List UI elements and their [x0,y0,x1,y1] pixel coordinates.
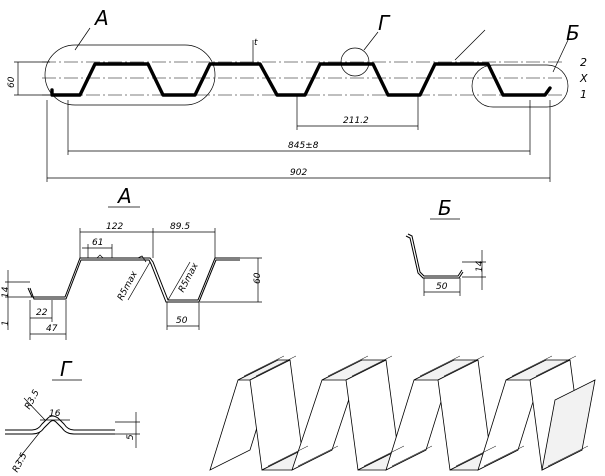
dim-61-label: 61 [92,238,103,248]
leader-b [552,39,569,73]
sheet-fold-line [483,445,525,467]
detail-g-title: Г [60,357,73,381]
g-radius-bottom-leader [15,431,41,463]
callout-g-label: Г [378,11,391,35]
sheet-fold-line [267,445,309,467]
dim-60-label: 60 [253,272,263,284]
detail-b-title: Б [438,196,452,220]
dim-89-label: 89.5 [170,222,190,232]
radius-1-leader [127,261,151,301]
sheet-fold-line [297,445,339,467]
sheet-fold-line [327,355,369,377]
g-radius-bottom-label: R3.5 [11,451,30,474]
line-x-label: X [579,72,588,85]
dim-22-label: 22 [36,308,48,318]
callout-a-label: А [93,6,109,30]
line-1-label: 1 [580,88,587,101]
dim-1-label: 1 [1,320,11,326]
leader-g [363,31,379,51]
dim-122-label: 122 [106,222,123,232]
sheet-fold-line [363,445,405,467]
detail-b-profile-outer [407,233,463,277]
thickness-label: t [254,38,258,48]
detail-a-profile-outer [27,257,240,301]
detail-g-view: Г R3.5 16 R3.5 5 [5,357,140,474]
g-16-label: 16 [49,409,61,419]
sheet-face [541,379,596,471]
sheet-fold-line [419,355,461,377]
profile-corrugation [50,62,552,97]
callout-b-label: Б [566,21,580,45]
leader-other [454,29,486,61]
callout-g-circle [340,47,370,77]
callout-a-outline [44,44,216,106]
detail-a-bump-1 [96,254,104,259]
sheet-fold-line [243,355,285,377]
detail-g-profile-outer [5,415,115,431]
detail-b-50-label: 50 [436,282,448,292]
height-label: 60 [7,76,17,88]
detail-a-view: А 122 89.5 61 R5max R5max 14 1 [1,184,263,340]
dim-50-label: 50 [176,316,188,326]
sheet-fold-line [535,355,577,377]
detail-b-14-label: 14 [475,260,485,272]
isometric-sheet-view [209,355,596,471]
g-5-label: 5 [126,434,136,440]
detail-a-title: А [116,184,132,208]
sheet-fold-line [391,445,433,467]
radius-2-leader [167,261,191,301]
sheet-fold-line [443,355,485,377]
detail-g-profile-inner [5,420,115,435]
main-profile-view: А Г Б t 60 2 X 1 211.2 845±8 902 [7,6,588,182]
sheet-fold-line [455,445,497,467]
g-radius-top-label: R3.5 [23,388,42,411]
sheet-fold-line [511,355,553,377]
dim-14-label: 14 [1,286,11,298]
callout-b-outline [471,64,569,108]
sheet-fold-line [547,445,589,467]
detail-b-view: Б 50 14 [405,196,486,296]
full-width-label: 902 [290,168,307,178]
detail-a-bump-2 [137,255,147,263]
leader-a [74,27,91,51]
g-radius-top-leader [23,397,46,421]
line-2-label: 2 [580,56,587,69]
detail-b-profile-inner [405,235,464,279]
working-width-label: 845±8 [288,141,319,151]
dim-47-label: 47 [46,324,58,334]
sheet-fold-line [255,355,297,377]
sheet-fold-line [351,355,393,377]
pitch-label: 211.2 [343,116,369,126]
